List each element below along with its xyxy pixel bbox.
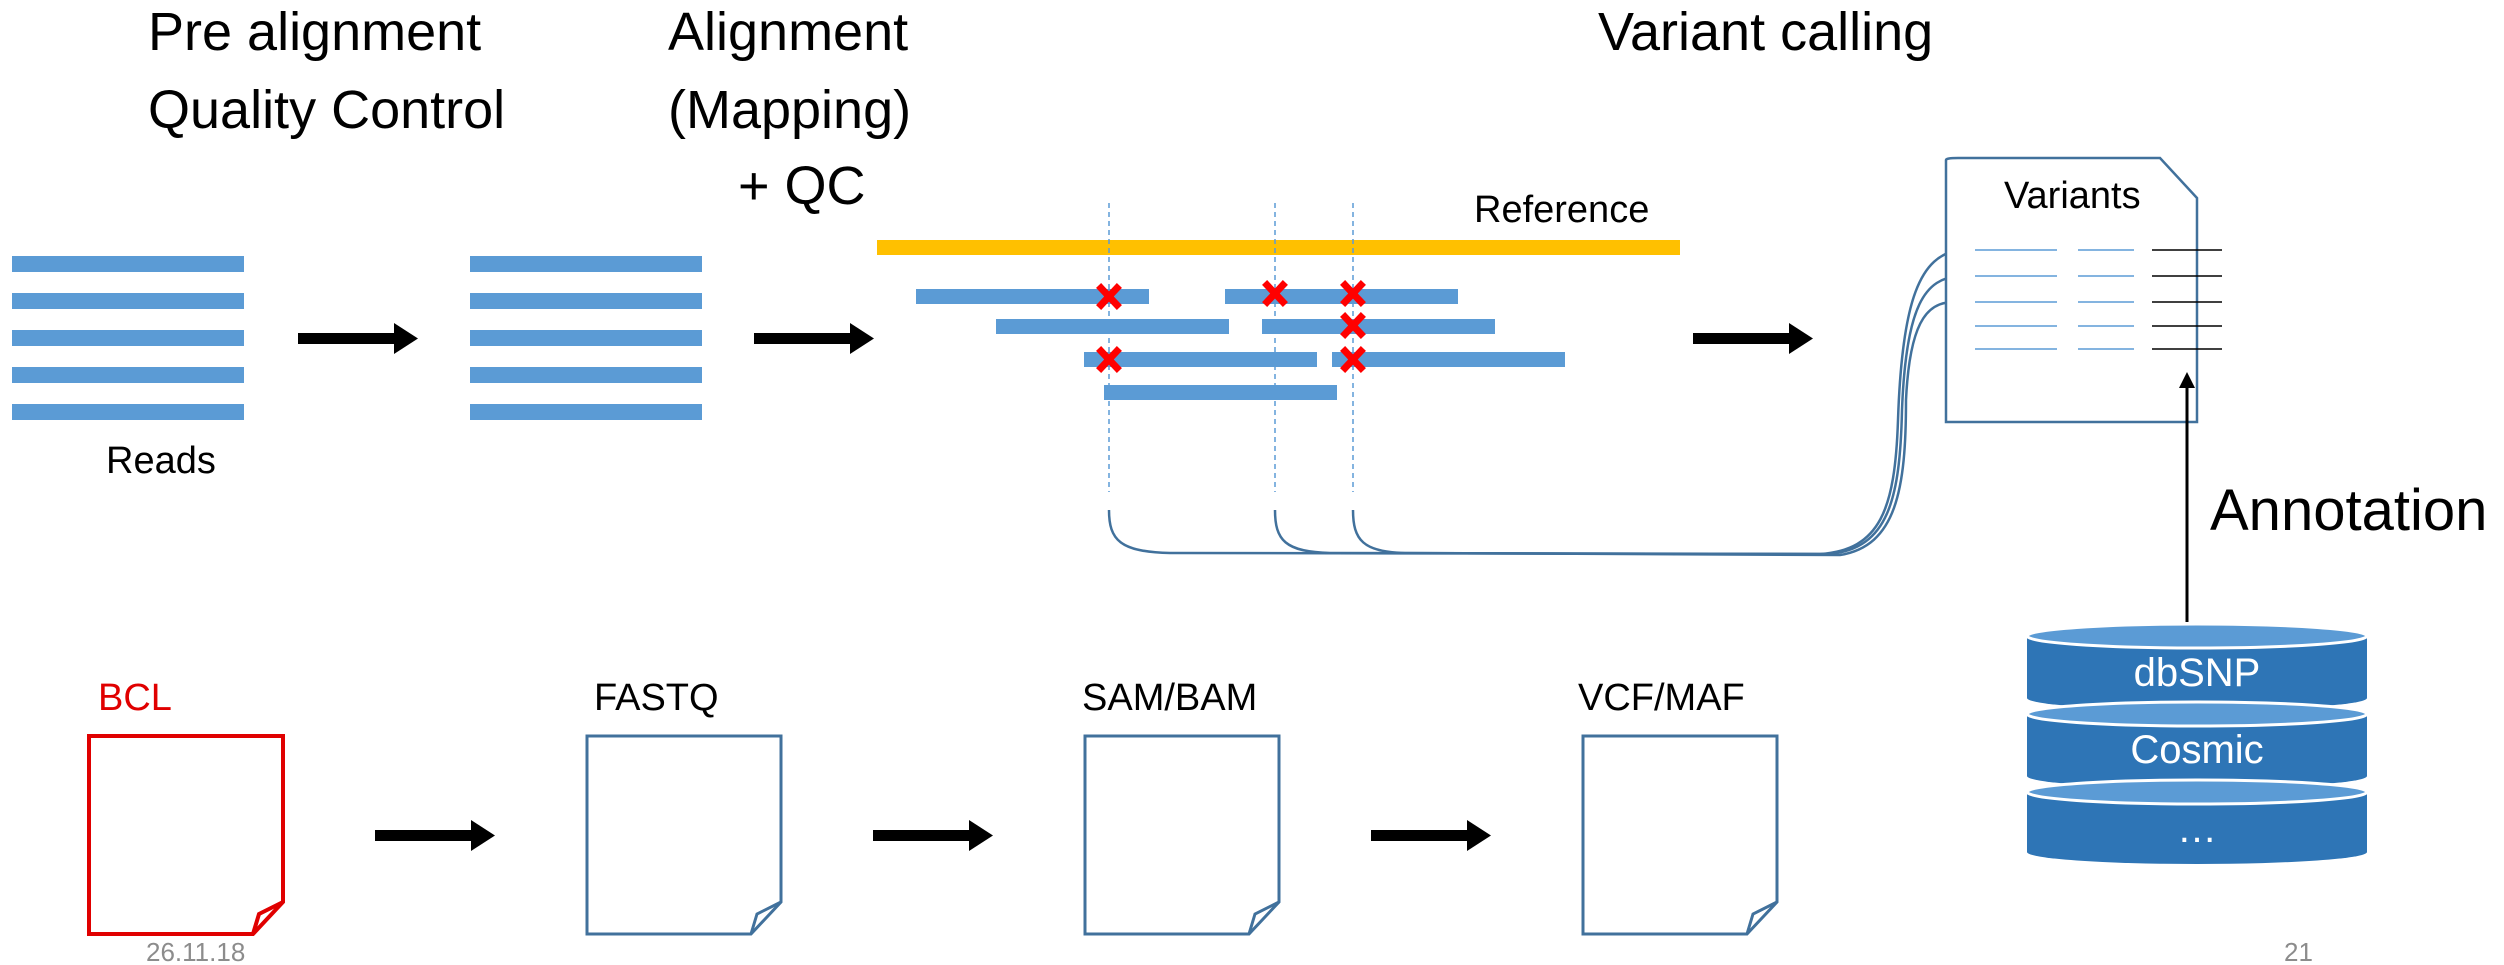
read-bar bbox=[12, 330, 244, 346]
mismatch-x-icon bbox=[1340, 280, 1366, 307]
document-icon-sambam bbox=[1083, 734, 1281, 936]
annotation-arrow-icon bbox=[2179, 372, 2195, 622]
read-bar bbox=[470, 404, 702, 420]
read-bar bbox=[12, 293, 244, 309]
heading-variant-calling: Variant calling bbox=[1598, 2, 1933, 62]
aligned-read bbox=[1084, 352, 1317, 367]
read-bar bbox=[470, 293, 702, 309]
reference-bar bbox=[877, 240, 1680, 255]
mismatch-x-icon bbox=[1340, 312, 1366, 339]
reads-stack-qc bbox=[470, 256, 702, 420]
heading-pre-alignment-line2: Quality Control bbox=[148, 80, 505, 140]
database-label: Cosmic bbox=[2130, 728, 2263, 772]
variant-position-lines bbox=[1108, 203, 1354, 492]
database-label: … bbox=[2177, 807, 2217, 851]
aligned-read bbox=[1104, 385, 1337, 400]
read-bar bbox=[12, 256, 244, 272]
read-bar bbox=[12, 404, 244, 420]
heading-alignment-line3: + QC bbox=[738, 156, 866, 216]
mismatch-x-icon bbox=[1096, 283, 1122, 310]
file-label-sambam: SAM/BAM bbox=[1082, 677, 1257, 719]
read-bar bbox=[470, 330, 702, 346]
database-more: … bbox=[2025, 778, 2369, 864]
arrow-right-icon bbox=[754, 323, 874, 354]
read-bar bbox=[12, 367, 244, 383]
mismatch-x-icon bbox=[1340, 346, 1366, 373]
database-label: dbSNP bbox=[2134, 651, 2261, 695]
arrow-right-icon bbox=[873, 820, 993, 851]
document-icon-fastq bbox=[585, 734, 783, 936]
reference-label: Reference bbox=[1474, 189, 1649, 231]
arrow-right-icon bbox=[298, 323, 418, 354]
database-cosmic: Cosmic bbox=[2025, 700, 2369, 788]
arrow-right-icon bbox=[1693, 323, 1813, 354]
aligned-read bbox=[916, 289, 1149, 304]
heading-alignment-line2: (Mapping) bbox=[668, 80, 911, 140]
file-label-fastq: FASTQ bbox=[594, 677, 719, 719]
file-label-bcl: BCL bbox=[98, 677, 172, 719]
document-icon-bcl bbox=[87, 734, 285, 936]
document-icon-vcfmaf bbox=[1581, 734, 1779, 936]
arrow-right-icon bbox=[1371, 820, 1491, 851]
aligned-reads bbox=[916, 289, 1565, 400]
database-stack: dbSNP Cosmic … bbox=[2025, 622, 2369, 864]
reads-stack-raw bbox=[12, 256, 244, 420]
mismatch-x-icon bbox=[1096, 346, 1122, 373]
heading-pre-alignment-line1: Pre alignment bbox=[148, 2, 481, 62]
aligned-read bbox=[996, 319, 1229, 334]
file-label-vcfmaf: VCF/MAF bbox=[1578, 677, 1745, 719]
variants-document: Variants bbox=[1944, 156, 2222, 424]
variants-label: Variants bbox=[2004, 175, 2141, 217]
aligned-read bbox=[1332, 352, 1565, 367]
mismatch-marks bbox=[1096, 280, 1366, 373]
reads-label: Reads bbox=[106, 440, 216, 482]
annotation-label: Annotation bbox=[2210, 478, 2487, 543]
mismatch-x-icon bbox=[1262, 280, 1288, 307]
database-dbsnp: dbSNP bbox=[2025, 622, 2369, 710]
read-bar bbox=[470, 367, 702, 383]
footer-date: 26.11.18 bbox=[146, 937, 245, 965]
variant-connectors bbox=[1107, 248, 1961, 557]
variant-table-lines bbox=[1975, 249, 2222, 350]
arrow-right-icon bbox=[375, 820, 495, 851]
aligned-read bbox=[1262, 319, 1495, 334]
read-bar bbox=[470, 256, 702, 272]
footer-page-number: 21 bbox=[2284, 937, 2313, 965]
heading-alignment-line1: Alignment bbox=[668, 2, 908, 62]
